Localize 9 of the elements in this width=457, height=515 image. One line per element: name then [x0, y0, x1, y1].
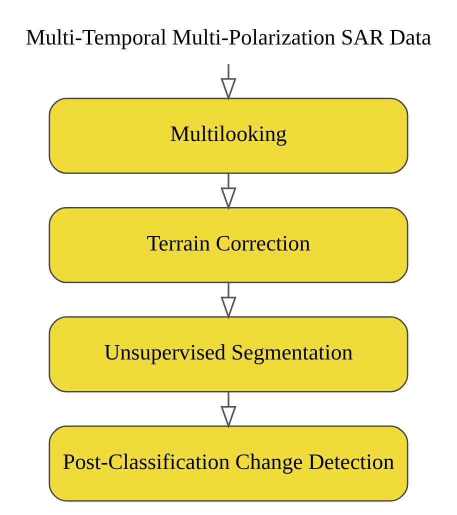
- arrow: [220, 173, 236, 210]
- arrow: [220, 282, 236, 320]
- node-text: Multi-Temporal Multi-Polarization SAR Data: [26, 24, 432, 50]
- node-box: Post-Classification Change Detection: [48, 426, 408, 502]
- node-box: Terrain Correction: [48, 207, 408, 284]
- node-box: Unsupervised Segmentation: [48, 316, 408, 392]
- node-box: Multilooking: [48, 98, 408, 174]
- arrow: [220, 392, 236, 429]
- arrow: [220, 64, 236, 101]
